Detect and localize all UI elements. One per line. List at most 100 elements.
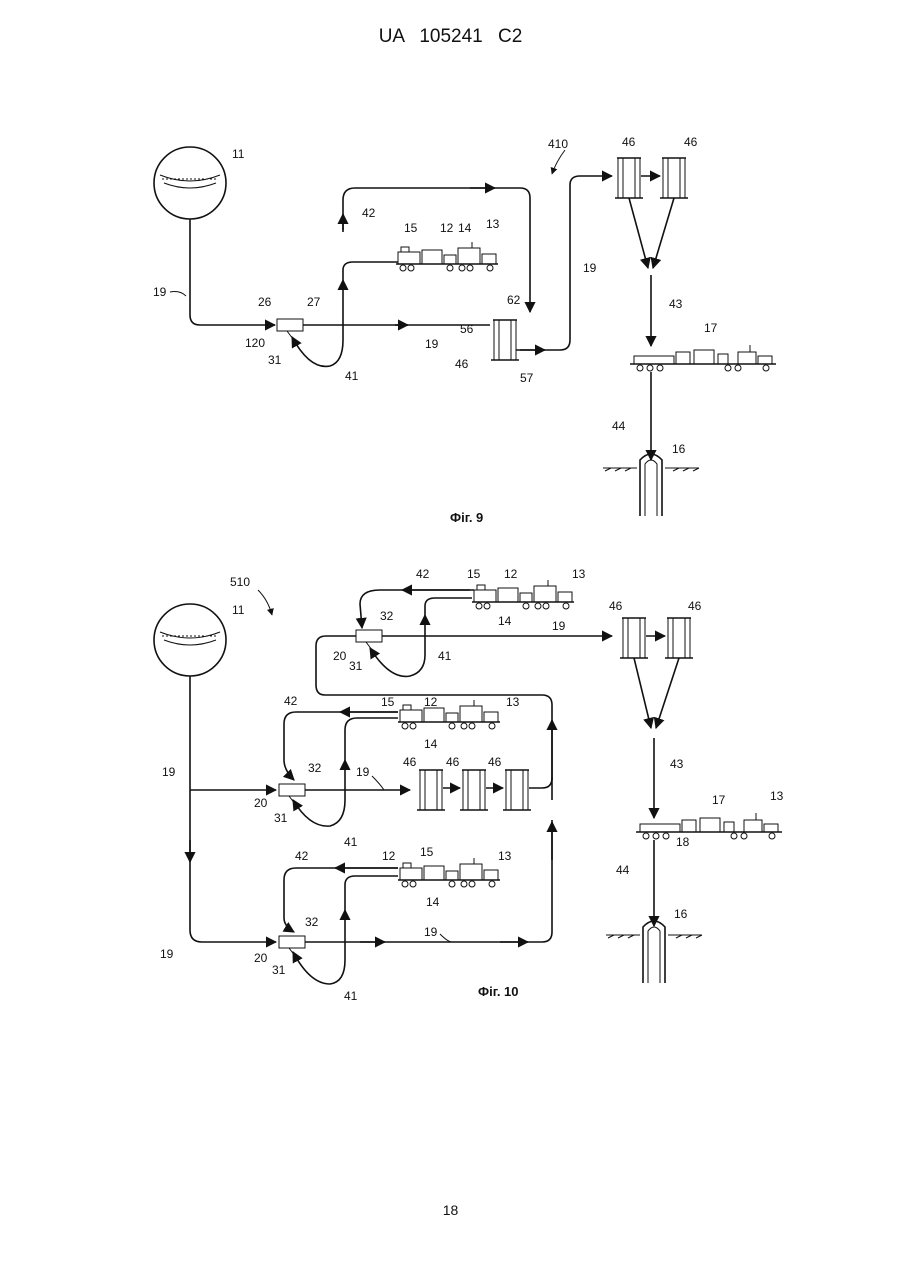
- svg-text:20: 20: [333, 649, 347, 663]
- svg-text:14: 14: [498, 614, 512, 628]
- svg-text:57: 57: [520, 371, 534, 385]
- svg-text:19: 19: [583, 261, 597, 275]
- svg-text:41: 41: [345, 369, 359, 383]
- svg-text:46: 46: [488, 755, 502, 769]
- svg-text:12: 12: [382, 849, 396, 863]
- truck-top: [472, 580, 574, 609]
- truck-mid: [398, 700, 500, 729]
- svg-text:32: 32: [305, 915, 319, 929]
- svg-text:56: 56: [460, 322, 474, 336]
- svg-text:41: 41: [344, 989, 358, 1003]
- svg-text:31: 31: [272, 963, 286, 977]
- svg-text:12: 12: [504, 567, 518, 581]
- svg-text:42: 42: [284, 694, 298, 708]
- label-510: 510: [230, 575, 250, 589]
- svg-text:16: 16: [672, 442, 686, 456]
- truck-17: [630, 345, 776, 371]
- svg-text:19: 19: [425, 337, 439, 351]
- svg-text:11: 11: [232, 603, 245, 617]
- svg-text:19: 19: [424, 925, 438, 939]
- truck-13: [396, 242, 498, 271]
- figure-9: 11 410 19 26 27 120 31 19 41 15 12 14 13…: [153, 135, 776, 525]
- svg-text:46: 46: [446, 755, 460, 769]
- tank-46-top-a: [620, 618, 648, 658]
- tank-46-mid-a: [417, 770, 445, 810]
- tank-46-mid-b: [460, 770, 488, 810]
- tank-46-top-b: [665, 618, 693, 658]
- svg-text:15: 15: [467, 567, 481, 581]
- svg-text:44: 44: [616, 863, 630, 877]
- svg-text:43: 43: [669, 297, 683, 311]
- svg-text:41: 41: [344, 835, 358, 849]
- figure-10: 510 11 19 19 32 20 31 19 41 15 12 13 14 …: [154, 567, 784, 1003]
- svg-text:19: 19: [160, 947, 174, 961]
- svg-text:62: 62: [507, 293, 521, 307]
- svg-text:31: 31: [274, 811, 288, 825]
- svg-text:17: 17: [704, 321, 718, 335]
- svg-text:14: 14: [426, 895, 440, 909]
- svg-text:13: 13: [506, 695, 520, 709]
- well-16: [606, 921, 702, 983]
- caption-fig-10: Фіг. 10: [478, 984, 519, 999]
- pipe-19: [190, 219, 275, 325]
- svg-text:15: 15: [404, 221, 418, 235]
- svg-text:46: 46: [684, 135, 698, 149]
- page-number: 18: [0, 1202, 901, 1218]
- truck-bottom: [398, 858, 500, 887]
- blender-26: [277, 319, 303, 339]
- svg-text:20: 20: [254, 951, 268, 965]
- svg-text:46: 46: [609, 599, 623, 613]
- tank-46-mid-c: [503, 770, 531, 810]
- caption-fig-9: Фіг. 9: [450, 510, 483, 525]
- svg-text:32: 32: [380, 609, 394, 623]
- blender-mid: [279, 784, 305, 804]
- svg-text:19: 19: [162, 765, 176, 779]
- svg-text:46: 46: [455, 357, 469, 371]
- svg-text:12: 12: [440, 221, 454, 235]
- svg-text:41: 41: [438, 649, 452, 663]
- svg-text:27: 27: [307, 295, 321, 309]
- svg-text:13: 13: [572, 567, 586, 581]
- truck-17: [636, 813, 782, 839]
- svg-text:26: 26: [258, 295, 272, 309]
- tank-46: [491, 320, 519, 360]
- svg-text:15: 15: [381, 695, 395, 709]
- svg-text:31: 31: [268, 353, 282, 367]
- svg-text:44: 44: [612, 419, 626, 433]
- svg-text:42: 42: [362, 206, 376, 220]
- svg-text:120: 120: [245, 336, 265, 350]
- tank-46-b: [660, 158, 688, 198]
- svg-text:14: 14: [458, 221, 472, 235]
- svg-text:17: 17: [712, 793, 726, 807]
- tank-46-a: [615, 158, 643, 198]
- svg-text:20: 20: [254, 796, 268, 810]
- blender-bottom: [279, 936, 305, 956]
- pipe-19-bottom: [305, 820, 552, 942]
- well-16: [603, 454, 699, 516]
- label-11: 11: [232, 147, 245, 161]
- blender-top: [356, 630, 382, 650]
- svg-text:13: 13: [486, 217, 500, 231]
- svg-text:14: 14: [424, 737, 438, 751]
- storage-pit-11: [154, 604, 226, 676]
- label-410: 410: [548, 137, 568, 151]
- loop-41: [292, 280, 343, 366]
- svg-text:32: 32: [308, 761, 322, 775]
- svg-text:18: 18: [676, 835, 690, 849]
- label-19: 19: [153, 285, 167, 299]
- svg-text:42: 42: [416, 567, 430, 581]
- svg-text:43: 43: [670, 757, 684, 771]
- svg-text:46: 46: [622, 135, 636, 149]
- svg-text:16: 16: [674, 907, 688, 921]
- svg-text:19: 19: [356, 765, 370, 779]
- svg-text:13: 13: [498, 849, 512, 863]
- svg-text:19: 19: [552, 619, 566, 633]
- svg-text:42: 42: [295, 849, 309, 863]
- svg-text:13: 13: [770, 789, 784, 803]
- svg-text:46: 46: [688, 599, 702, 613]
- storage-pit-11: [154, 147, 226, 219]
- svg-text:15: 15: [420, 845, 434, 859]
- svg-text:31: 31: [349, 659, 363, 673]
- svg-text:12: 12: [424, 695, 438, 709]
